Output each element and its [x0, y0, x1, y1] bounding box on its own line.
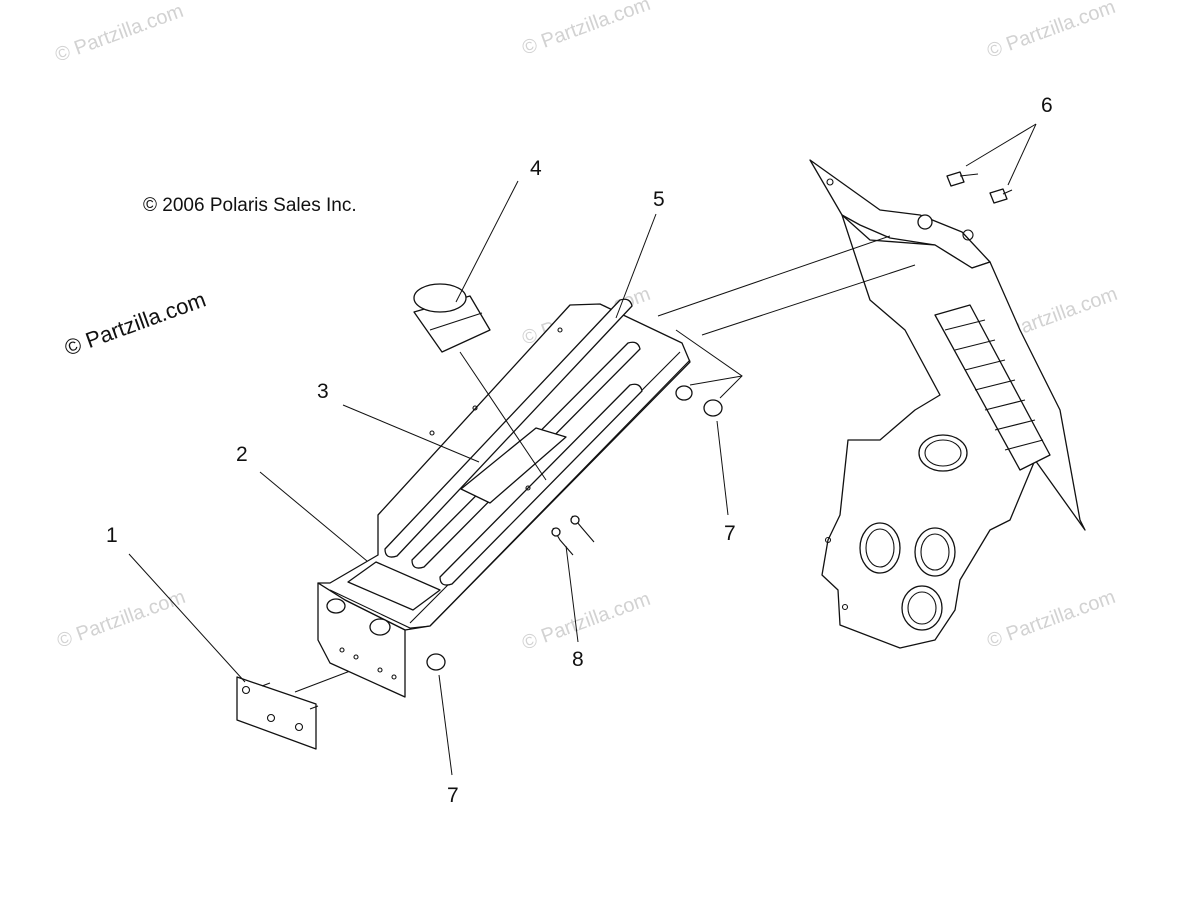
watermark-bottom-right: © Partzilla.com [984, 586, 1118, 653]
rear-panel-assembly [657, 159, 1086, 649]
callout-3: 3 [317, 380, 329, 403]
decal-2 [347, 561, 441, 611]
callout-2: 2 [236, 443, 248, 466]
watermark-top-right: © Partzilla.com [984, 0, 1118, 63]
part-1-plate [236, 667, 359, 750]
callout-1: 1 [106, 524, 118, 547]
watermark-top-left: © Partzilla.com [52, 0, 186, 67]
callout-7-right: 7 [724, 522, 736, 545]
main-skid-plate [317, 298, 691, 698]
decal-3 [460, 427, 567, 504]
part-6-bolts [946, 171, 1013, 204]
callout-7-bottom: 7 [447, 784, 459, 807]
partzilla-watermark: © Partzilla.com [61, 287, 209, 361]
callout-labels: 1 2 3 4 5 6 7 7 8 [106, 94, 1053, 807]
watermark-bottom-center: © Partzilla.com [519, 588, 653, 655]
part-8-fasteners [551, 515, 595, 556]
part-7-nuts [426, 385, 723, 671]
callout-6: 6 [1041, 94, 1053, 117]
copyright-text: © 2006 Polaris Sales Inc. [143, 195, 357, 216]
callout-8: 8 [572, 648, 584, 671]
watermark-top-center: © Partzilla.com [519, 0, 653, 60]
watermark-bottom-left: © Partzilla.com [54, 586, 188, 653]
callout-4: 4 [530, 157, 542, 180]
callout-leaders [128, 123, 1037, 776]
callout-5: 5 [653, 188, 665, 211]
part-4-clip [413, 283, 547, 481]
